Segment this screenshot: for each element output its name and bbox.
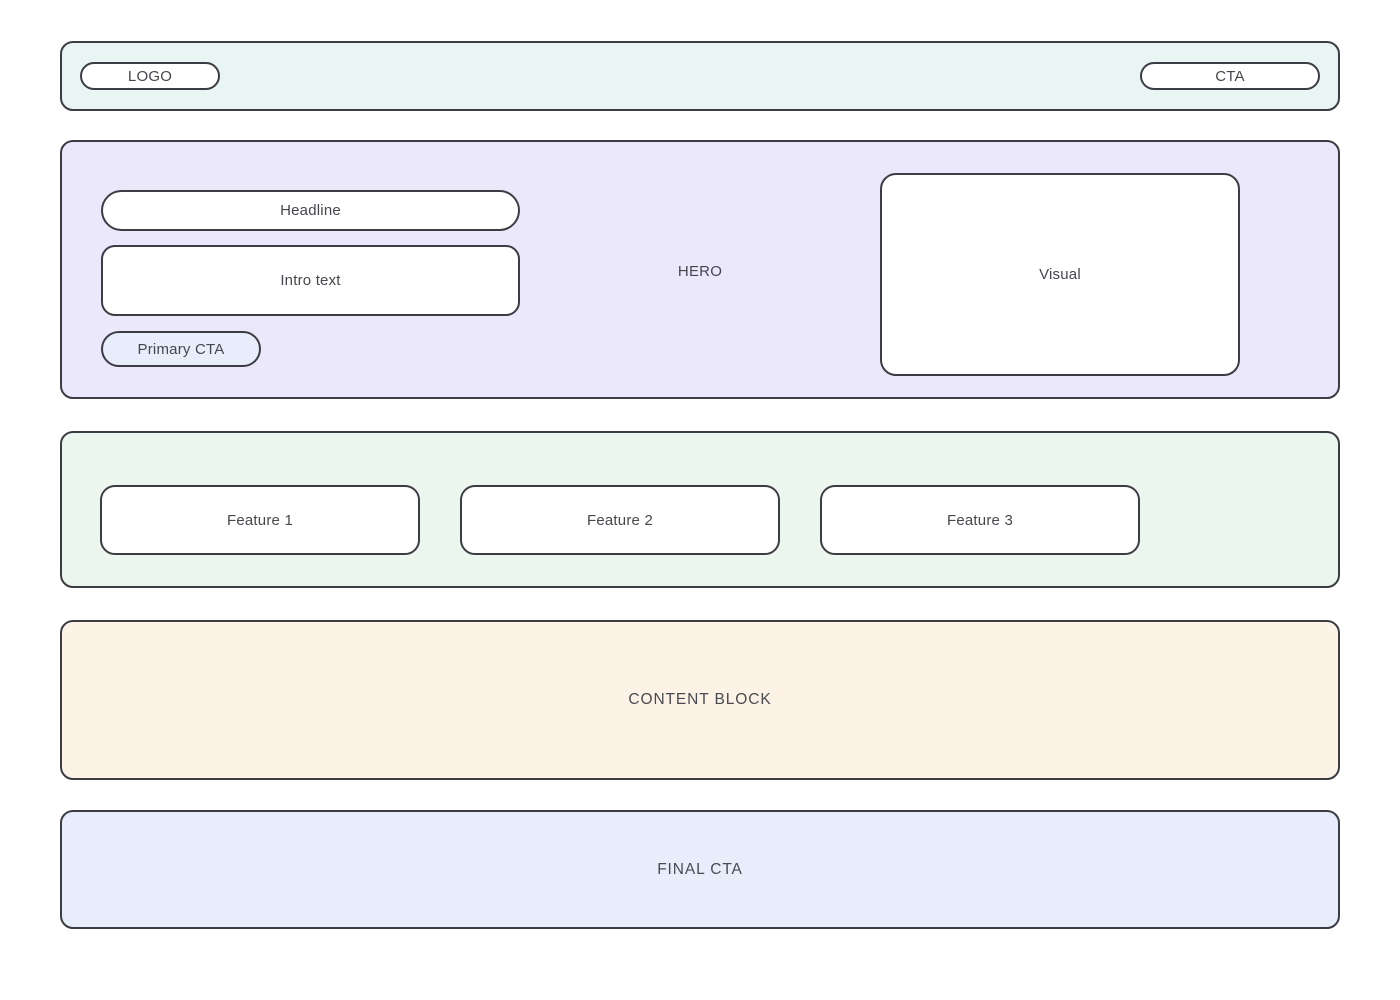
feature-card-1[interactable]: Feature 1 <box>100 485 420 555</box>
hero-intro-text-placeholder: Intro text <box>101 245 520 316</box>
hero-headline-placeholder: Headline <box>101 190 520 231</box>
feature-card-2-label: Feature 2 <box>586 511 653 529</box>
hero-intro-label: Intro text <box>280 272 341 289</box>
hero-section-label-text: HERO <box>677 263 723 280</box>
logo-label: LOGO <box>127 67 173 85</box>
feature-card-3[interactable]: Feature 3 <box>820 485 1140 555</box>
feature-card-2[interactable]: Feature 2 <box>460 485 780 555</box>
content-block-label: CONTENT BLOCK <box>628 691 772 709</box>
hero-section-label: HERO <box>60 263 1340 281</box>
hero-visual-label: Visual <box>1039 266 1081 283</box>
header-section <box>60 41 1340 111</box>
header-cta-button[interactable]: CTA <box>1140 62 1320 90</box>
hero-visual-placeholder: Visual <box>880 173 1240 376</box>
hero-headline-label: Headline <box>280 202 341 219</box>
final-cta-label: FINAL CTA <box>657 860 743 878</box>
content-block-section: CONTENT BLOCK <box>60 620 1340 780</box>
feature-card-3-label: Feature 3 <box>946 511 1013 529</box>
feature-card-1-label: Feature 1 <box>226 511 293 529</box>
hero-primary-cta-button[interactable]: Primary CTA <box>101 331 261 367</box>
hero-primary-cta-label: Primary CTA <box>137 340 225 358</box>
final-cta-section[interactable]: FINAL CTA <box>60 810 1340 929</box>
header-cta-label: CTA <box>1215 67 1245 85</box>
logo-button[interactable]: LOGO <box>80 62 220 90</box>
